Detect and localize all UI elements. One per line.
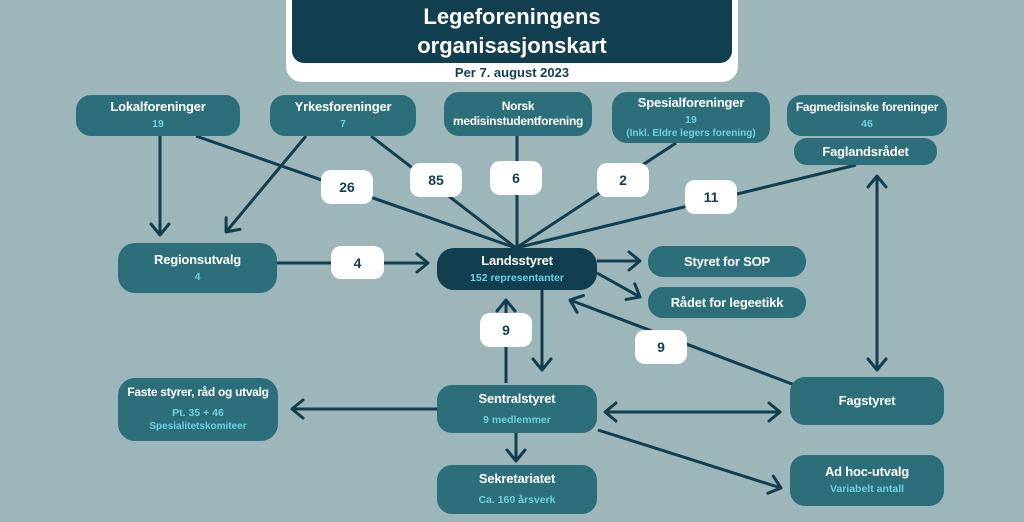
node-lokalforeninger: Lokalforeninger 19 — [76, 95, 240, 136]
node-spesialforeninger: Spesialforeninger 19 (Inkl. Eldre legers… — [612, 92, 770, 143]
node-label: Sentralstyret — [478, 390, 556, 406]
node-note: (Inkl. Eldre legers forening) — [626, 127, 756, 139]
title-line1: Legeforeningens — [423, 3, 601, 29]
edge-yrkesforeninger-regionsutvalg — [224, 135, 308, 234]
node-regionsutvalg: Regionsutvalg 4 — [118, 243, 277, 293]
edge-label-spesialforeninger: 2 — [597, 163, 649, 197]
node-fagstyret: Fagstyret — [790, 377, 944, 425]
node-label: Spesialforeninger — [637, 94, 745, 110]
node-yrkesforeninger: Yrkesforeninger 7 — [270, 95, 416, 136]
node-label: Faste styrer, råd og utvalg — [127, 385, 269, 400]
node-label: Fagmedisinske foreninger — [795, 100, 939, 115]
edge-label-lokalforeninger: 26 — [321, 170, 373, 204]
edge-spesialforeninger-landsstyret — [515, 141, 677, 250]
node-label: Styret for SOP — [683, 253, 771, 269]
node-label: Rådet for legeetikk — [670, 294, 784, 310]
edge-label-medisinstudentforening: 6 — [490, 161, 542, 195]
page-title: Legeforeningens organisasjonskart — [292, 0, 732, 63]
edge-label-yrkesforeninger: 85 — [410, 163, 462, 197]
node-faglandsradet: Faglandsrådet — [794, 138, 937, 165]
node-sekretariatet: Sekretariatet Ca. 160 årsverk — [437, 465, 597, 514]
node-fagmedisinske-foreninger: Fagmedisinske foreninger 46 — [787, 95, 947, 136]
title-date: Per 7. august 2023 — [454, 65, 570, 80]
node-count: 9 medlemmer — [483, 413, 551, 426]
node-label: Fagstyret — [838, 393, 896, 409]
node-count: Ca. 160 årsverk — [478, 494, 556, 507]
edge-landsstyret-radet-for-legeetikk — [596, 271, 642, 301]
title-line2: organisasjonskart — [417, 32, 607, 58]
node-count: 19 — [152, 118, 164, 131]
node-styret-for-sop: Styret for SOP — [648, 246, 806, 277]
node-count: 7 — [340, 118, 346, 131]
edge-sentralstyret-adhoc — [597, 428, 783, 495]
node-count: 152 representanter — [470, 271, 564, 284]
node-label: Sekretariatet — [478, 471, 556, 487]
node-count: 19 — [685, 113, 697, 126]
edge-label-fagstyret: 9 — [635, 330, 687, 364]
node-label: Regionsutvalg — [154, 251, 241, 267]
node-label: Ad hoc-utvalg — [824, 464, 910, 480]
node-label: Faglandsrådet — [822, 143, 909, 159]
edge-label-sentralstyret: 9 — [480, 313, 532, 347]
node-radet-for-legeetikk: Rådet for legeetikk — [648, 287, 806, 318]
node-label: Lokalforeninger — [110, 99, 206, 115]
edge-label-faglandsradet: 11 — [685, 180, 737, 214]
node-label: Yrkesforeninger — [294, 99, 392, 115]
node-faste-styrer-rad-og-utvalg: Faste styrer, råd og utvalg Pt. 35 + 46 … — [118, 378, 278, 441]
node-sentralstyret: Sentralstyret 9 medlemmer — [437, 385, 597, 433]
node-label: Landsstyret — [481, 252, 553, 268]
node-count: 46 — [861, 117, 873, 130]
node-count: 4 — [194, 270, 201, 283]
node-count: Pt. 35 + 46 — [172, 406, 224, 419]
node-ad-hoc-utvalg: Ad hoc-utvalg Variabelt antall — [790, 455, 944, 506]
node-count: Variabelt antall — [829, 483, 905, 496]
node-label: Norsk medisinstudentforening — [452, 99, 584, 128]
node-landsstyret: Landsstyret 152 representanter — [437, 248, 597, 290]
edge-label-regionsutvalg: 4 — [331, 246, 384, 279]
node-medisinstudentforening: Norsk medisinstudentforening — [444, 92, 592, 136]
node-note: Spesialitetskomiteer — [149, 421, 247, 433]
